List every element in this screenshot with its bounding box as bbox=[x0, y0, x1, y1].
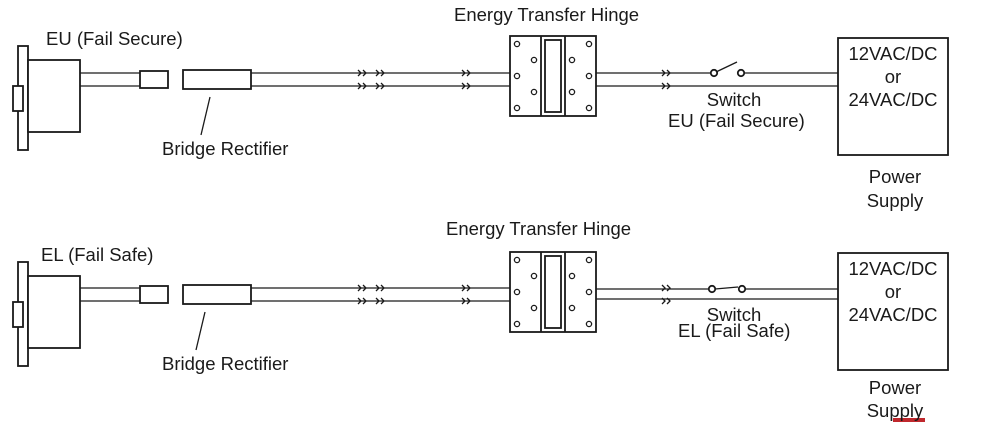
wire-break-chevron bbox=[375, 82, 380, 90]
wire-break-chevron bbox=[380, 284, 385, 292]
bottom-energy-transfer-hinge bbox=[509, 251, 597, 333]
wire-break-chevron bbox=[357, 69, 362, 77]
wire-break-chevron bbox=[380, 82, 385, 90]
wire-break-chevron bbox=[362, 284, 367, 292]
bottom-lock-label: EL (Fail Safe) bbox=[41, 244, 154, 265]
top-lock-body bbox=[12, 45, 81, 151]
bottom-wire-rectifier-to-hinge bbox=[251, 287, 510, 302]
bottom-supply-voltage-line1: 12VAC/DC bbox=[848, 258, 938, 279]
top-switch-type-label: EU (Fail Secure) bbox=[668, 110, 805, 131]
top-power-supply-box bbox=[837, 37, 949, 156]
wire-break-chevron bbox=[357, 284, 362, 292]
bottom-hinge-label: Energy Transfer Hinge bbox=[446, 218, 632, 239]
wire-break-chevron bbox=[362, 82, 367, 90]
bottom-lock-connector bbox=[139, 285, 169, 304]
top-supply-label: Supply bbox=[866, 190, 924, 211]
top-energy-transfer-hinge bbox=[509, 35, 597, 117]
bottom-switch-type-label: EL (Fail Safe) bbox=[678, 320, 791, 341]
wire-break-chevron bbox=[466, 82, 471, 90]
wire-break-chevron bbox=[380, 297, 385, 305]
top-hinge-label: Energy Transfer Hinge bbox=[454, 4, 640, 25]
wire-break-chevron bbox=[375, 297, 380, 305]
wire-break-chevron bbox=[375, 284, 380, 292]
bottom-supply-voltage-line3: 24VAC/DC bbox=[848, 304, 938, 325]
top-switch-label: Switch bbox=[706, 89, 762, 110]
bottom-wiring-row bbox=[12, 251, 949, 422]
wire-break-chevron bbox=[357, 297, 362, 305]
top-supply-voltage-line2: or bbox=[884, 66, 902, 87]
top-power-label: Power bbox=[868, 166, 922, 187]
supply-underline-mark bbox=[893, 418, 925, 422]
top-wire-rectifier-to-hinge bbox=[251, 72, 510, 87]
top-lock-connector bbox=[139, 70, 169, 89]
wire-break-chevron bbox=[362, 69, 367, 77]
top-supply-voltage-line1: 12VAC/DC bbox=[848, 43, 938, 64]
top-bridge-rectifier bbox=[182, 69, 252, 90]
bottom-power-label: Power bbox=[868, 377, 922, 398]
wire-break-chevron bbox=[466, 69, 471, 77]
wire-break-chevron bbox=[466, 297, 471, 305]
bottom-supply-voltage-line2: or bbox=[884, 281, 902, 302]
bottom-wire-break-marks bbox=[357, 284, 671, 305]
bottom-switch-label: Switch bbox=[706, 304, 762, 325]
bottom-switch-symbol bbox=[707, 284, 838, 294]
top-wire-break-marks bbox=[357, 69, 671, 90]
bottom-bridge-rectifier bbox=[182, 284, 252, 305]
wire-break-chevron bbox=[375, 69, 380, 77]
wire-break-chevron bbox=[466, 284, 471, 292]
top-wiring-row bbox=[12, 35, 949, 156]
top-switch-symbol bbox=[709, 61, 838, 78]
wire-break-chevron bbox=[661, 284, 666, 292]
bottom-power-supply-box bbox=[837, 252, 949, 371]
top-supply-voltage-line3: 24VAC/DC bbox=[848, 89, 938, 110]
top-wire-lock-to-rectifier bbox=[80, 72, 140, 87]
bottom-wire-lock-to-rectifier bbox=[80, 287, 140, 302]
wire-break-chevron bbox=[461, 82, 466, 90]
wire-break-chevron bbox=[666, 284, 671, 292]
bottom-supply-label: Supply bbox=[866, 400, 924, 421]
wire-break-chevron bbox=[357, 82, 362, 90]
wire-break-chevron bbox=[461, 284, 466, 292]
top-wire-hinge-to-switch bbox=[596, 72, 838, 87]
wire-break-chevron bbox=[461, 69, 466, 77]
bottom-wire-hinge-to-switch bbox=[596, 288, 838, 300]
top-lock-label: EU (Fail Secure) bbox=[46, 28, 183, 49]
bottom-lock-body bbox=[12, 261, 81, 367]
wire-break-chevron bbox=[461, 297, 466, 305]
wire-break-chevron bbox=[380, 69, 385, 77]
bottom-rectifier-pointer bbox=[195, 311, 206, 351]
top-rectifier-pointer bbox=[200, 96, 211, 136]
top-rectifier-label: Bridge Rectifier bbox=[162, 138, 289, 159]
wire-break-chevron bbox=[362, 297, 367, 305]
bottom-rectifier-label: Bridge Rectifier bbox=[162, 353, 289, 374]
